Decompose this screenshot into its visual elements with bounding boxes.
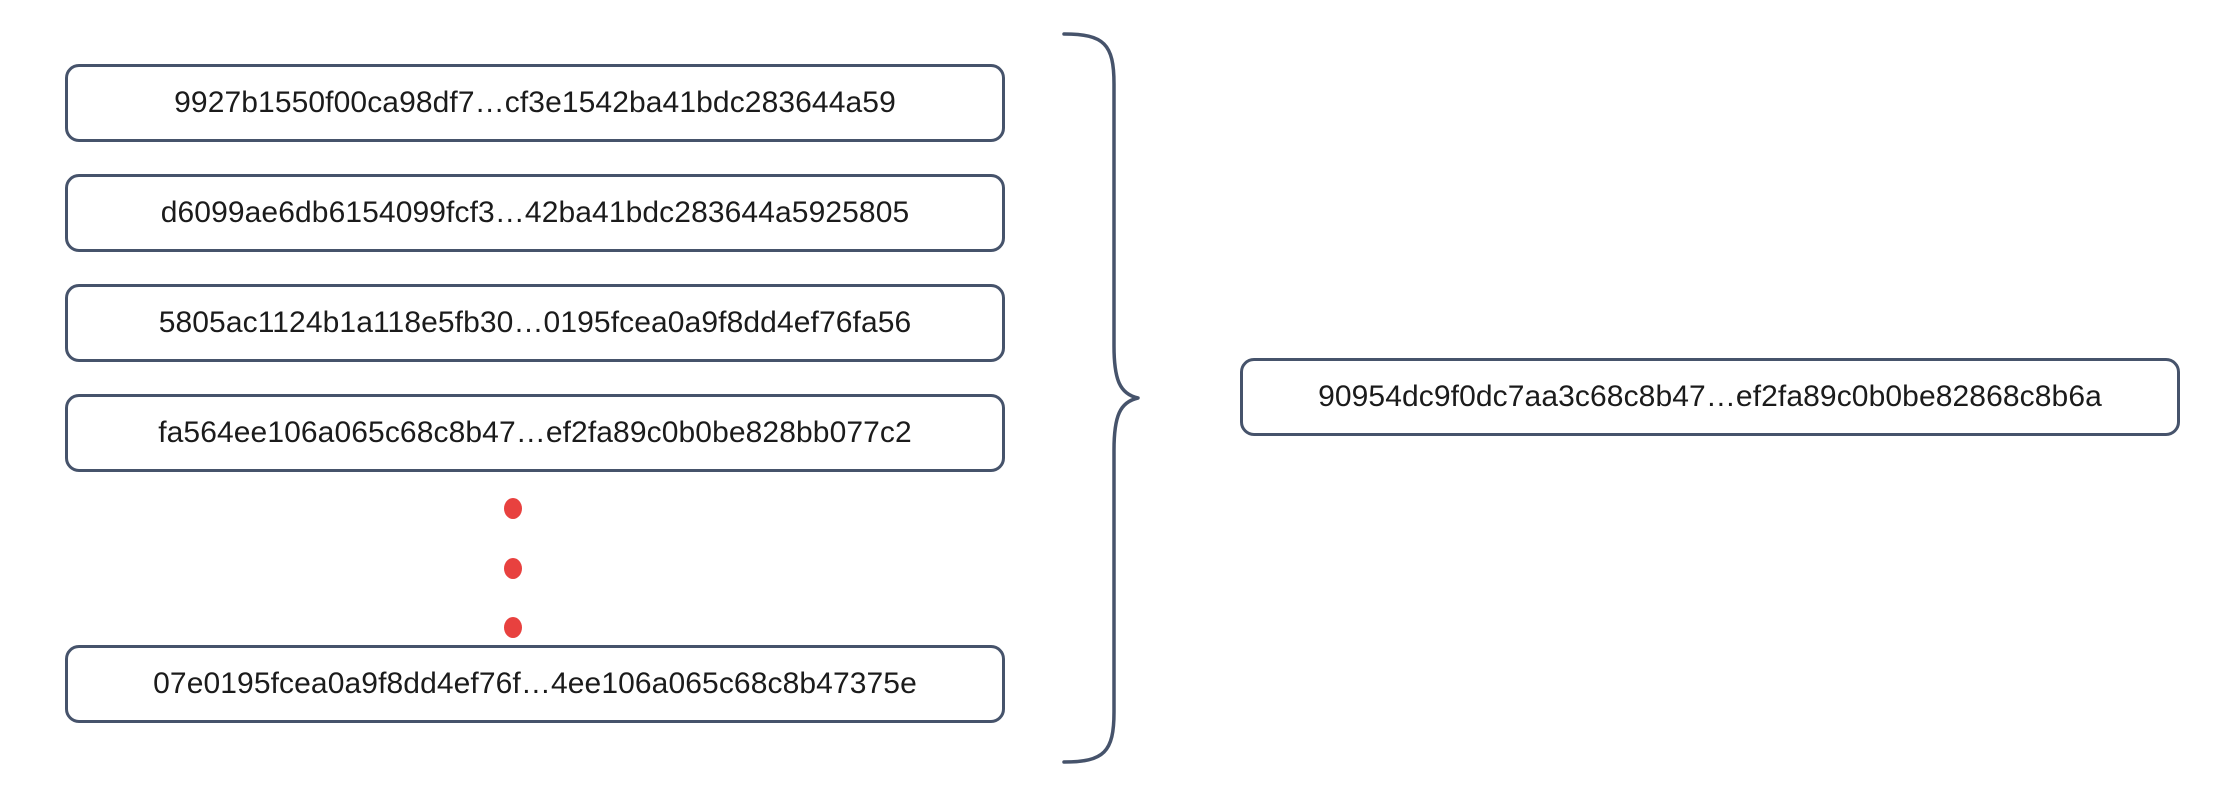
output-hash-group: 90954dc9f0dc7aa3c68c8b47…ef2fa89c0b0be82… (1140, 0, 2220, 792)
input-hash-box-2[interactable]: d6099ae6db6154099fcf3…42ba41bdc283644a59… (65, 174, 1005, 252)
input-hash-box-1[interactable]: 9927b1550f00ca98df7…cf3e1542ba41bdc28364… (65, 64, 1005, 142)
hash-label: fa564ee106a065c68c8b47…ef2fa89c0b0be828b… (158, 416, 912, 449)
curly-brace-svg (1062, 32, 1140, 764)
hash-label: 07e0195fcea0a9f8dd4ef76f…4ee106a065c68c8… (153, 667, 917, 700)
input-hash-box-4[interactable]: fa564ee106a065c68c8b47…ef2fa89c0b0be828b… (65, 394, 1005, 472)
hash-label: d6099ae6db6154099fcf3…42ba41bdc283644a59… (160, 196, 910, 229)
output-hash-box[interactable]: 90954dc9f0dc7aa3c68c8b47…ef2fa89c0b0be82… (1240, 358, 2180, 436)
input-hash-box-3[interactable]: 5805ac1124b1a118e5fb30…0195fcea0a9f8dd4e… (65, 284, 1005, 362)
vertical-ellipsis-icon (498, 498, 528, 638)
ellipsis-dot-3 (504, 617, 522, 638)
input-hash-list: 9927b1550f00ca98df7…cf3e1542ba41bdc28364… (0, 0, 1010, 792)
hash-label: 90954dc9f0dc7aa3c68c8b47…ef2fa89c0b0be82… (1318, 380, 2102, 413)
ellipsis-dot-2 (504, 557, 522, 579)
input-hash-box-5[interactable]: 07e0195fcea0a9f8dd4ef76f…4ee106a065c68c8… (65, 645, 1005, 723)
ellipsis-dot-1 (504, 498, 522, 519)
hash-label: 9927b1550f00ca98df7…cf3e1542ba41bdc28364… (174, 86, 896, 119)
curly-brace-icon (1058, 28, 1144, 768)
hash-label: 5805ac1124b1a118e5fb30…0195fcea0a9f8dd4e… (158, 306, 912, 339)
